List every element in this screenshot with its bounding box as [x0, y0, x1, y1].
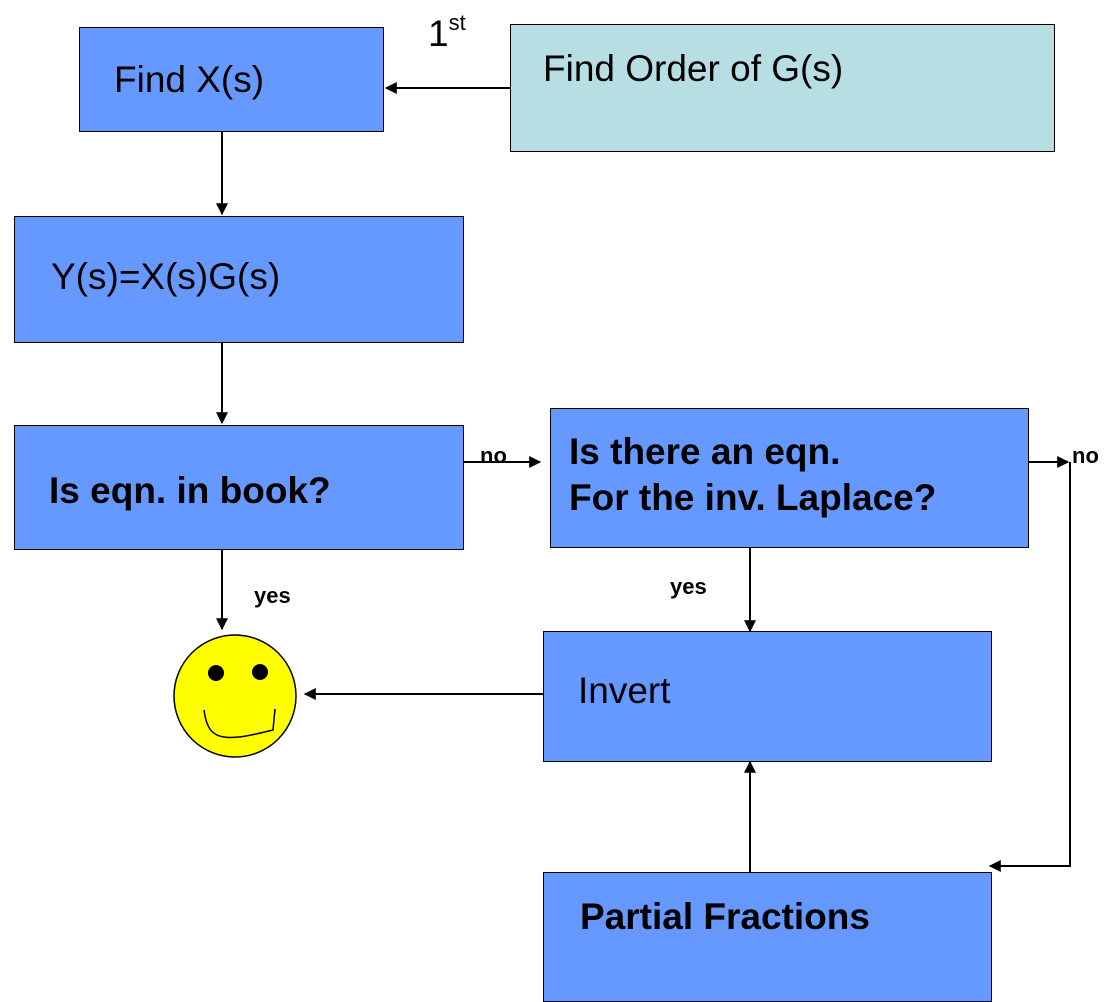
- yes-label-laplace: yes: [670, 574, 707, 599]
- is-eqn-in-book-box: Is eqn. in book?: [14, 425, 464, 550]
- partial-fractions-box: Partial Fractions: [543, 872, 992, 1002]
- ys-equation-box: Y(s)=X(s)G(s): [14, 216, 464, 343]
- is-eqn-in-book-text: Is eqn. in book?: [49, 469, 331, 511]
- find-xs-text: Find X(s): [114, 58, 265, 100]
- smiley-face-icon: [173, 634, 297, 758]
- inv-laplace-question-line1: Is there an eqn.: [569, 431, 841, 472]
- invert-box: Invert: [543, 631, 992, 762]
- yes-label-book: yes: [254, 583, 291, 608]
- partial-fractions-text: Partial Fractions: [580, 896, 870, 937]
- no-label-book: no: [480, 443, 507, 468]
- find-order-box: Find Order of G(s): [510, 24, 1055, 152]
- find-order-text: Find Order of G(s): [543, 48, 844, 89]
- ys-equation-text: Y(s)=X(s)G(s): [51, 255, 281, 297]
- no-label-laplace: no: [1072, 443, 1099, 468]
- inv-laplace-question-line2: For the inv. Laplace?: [569, 477, 937, 518]
- find-xs-box: Find X(s): [79, 27, 384, 132]
- invert-text: Invert: [578, 669, 671, 711]
- inv-laplace-question-box: Is there an eqn. For the inv. Laplace?: [550, 408, 1029, 548]
- first-step-label: 1st: [428, 10, 466, 54]
